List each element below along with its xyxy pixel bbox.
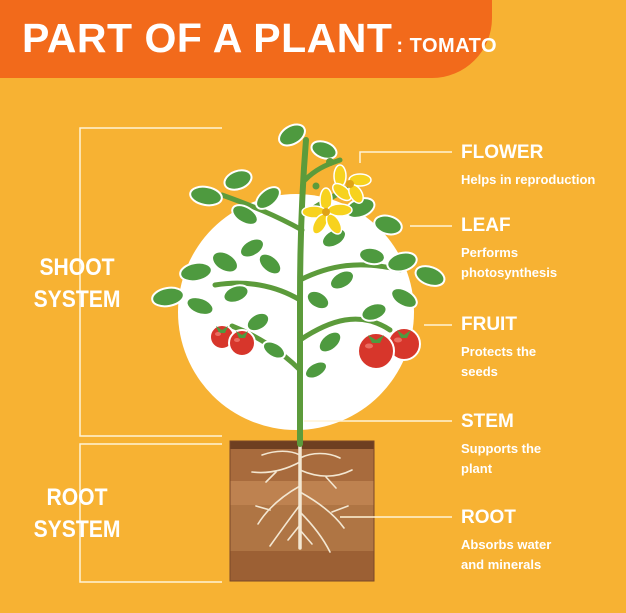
soil-block [229, 440, 375, 582]
part-name-fruit: FRUIT [461, 314, 517, 335]
part-name-leaf: LEAF [461, 215, 511, 236]
part-desc-leaf: Performs photosynthesis [461, 245, 558, 280]
title-text: PART OF A PLANT [22, 15, 393, 61]
part-name-stem: STEM [461, 411, 514, 432]
part-flower: FLOWER Helps in reproduction [461, 142, 621, 190]
flower-1 [331, 164, 372, 204]
part-root: ROOT Absorbs water and minerals [461, 507, 621, 575]
tomato-fruits [209, 324, 421, 370]
tomato-right-2 [357, 332, 395, 370]
title-banner [0, 0, 492, 78]
part-desc-flower: Helps in reproduction [461, 172, 596, 187]
part-desc-fruit: Protects the seeds [461, 344, 537, 379]
leaves [151, 123, 446, 380]
page-title: PART OF A PLANT: TOMATO [22, 14, 497, 70]
part-name-root: ROOT [461, 507, 516, 528]
flower-buds [312, 158, 334, 190]
shoot-system-label: SHOOT SYSTEM [33, 254, 121, 313]
backdrop-circle [178, 194, 414, 430]
roots [251, 442, 353, 553]
stems [212, 137, 403, 447]
flower-2 [301, 187, 353, 235]
part-name-flower: FLOWER [461, 142, 544, 163]
part-fruit: FRUIT Protects the seeds [461, 314, 621, 382]
tomato-left-2 [228, 329, 256, 357]
part-desc-root: Absorbs water and minerals [461, 537, 552, 572]
page-subtitle: : TOMATO [396, 35, 498, 57]
root-system-label: ROOT SYSTEM [33, 484, 121, 543]
part-leaf: LEAF Performs photosynthesis [461, 215, 621, 283]
flowers [301, 158, 372, 235]
system-brackets [79, 127, 222, 583]
part-stem: STEM Supports the plant [461, 411, 621, 479]
pointer-lines [304, 151, 452, 518]
part-desc-stem: Supports the plant [461, 441, 542, 476]
